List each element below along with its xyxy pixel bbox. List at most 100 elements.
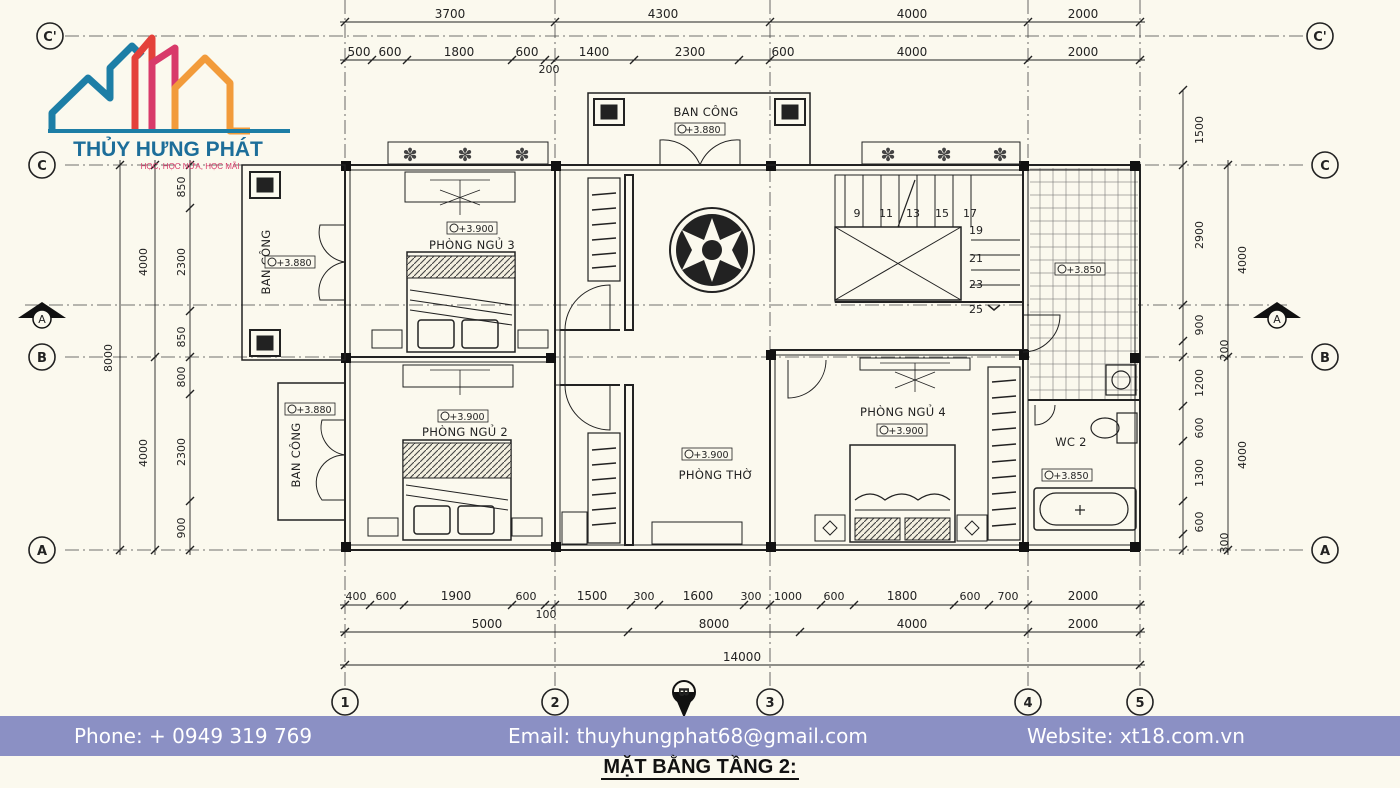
axis-label: 1 — [340, 696, 349, 711]
svg-text:✽: ✽ — [402, 145, 417, 166]
room-label-worship: PHÒNG THỜ — [679, 467, 754, 482]
dimension-ticks — [115, 17, 1233, 670]
dim-left-inner: 850 — [175, 327, 188, 348]
dim-bottom-inner: 1600 — [683, 589, 714, 603]
dim-bottom-mid: 2000 — [1068, 617, 1099, 631]
level-tag-wc-top: +3.850 — [1054, 262, 1106, 276]
room-label-balcony-top: BAN CÔNG — [673, 104, 738, 119]
axis-label: 4 — [1023, 696, 1032, 711]
footer-website[interactable]: Website: xt18.com.vn — [1027, 724, 1245, 748]
level-tag-balcony-left-top: +3.880 — [264, 255, 316, 269]
svg-text:17: 17 — [963, 207, 977, 220]
svg-text:21: 21 — [969, 252, 983, 265]
dim-top-outer: 4300 — [648, 7, 679, 21]
dim-bottom-inner: 600 — [824, 590, 845, 603]
dim-bottom-extra: 100 — [536, 608, 557, 621]
axis-label: B — [37, 351, 47, 366]
axis-bubble-3 — [756, 688, 784, 716]
svg-text:+3.850: +3.850 — [1053, 471, 1088, 482]
dim-top-inner: 600 — [379, 45, 402, 59]
dim-left-mid: 4000 — [137, 248, 150, 276]
dim-top-inner: 2300 — [675, 45, 706, 59]
altar-table — [561, 511, 743, 545]
dim-right-inner: 1300 — [1193, 459, 1206, 487]
axis-bubble-a-left — [28, 536, 56, 564]
floor-rosette — [669, 207, 755, 293]
balcony-top — [587, 92, 811, 166]
dim-bottom-inner: 700 — [998, 590, 1019, 603]
axis-bubble-labels: C' C B A C' C B A 1 2 3 4 5 — [37, 30, 1330, 711]
dim-bottom-inner: 1000 — [774, 590, 802, 603]
footer-email[interactable]: Email: thuyhungphat68@gmail.com — [508, 724, 868, 748]
axis-label: 2 — [550, 696, 559, 711]
svg-text:25: 25 — [969, 303, 983, 316]
dim-top-inner: 2000 — [1068, 45, 1099, 59]
axis-bubble-cprime-right — [1306, 22, 1334, 50]
dim-left-inner: 800 — [175, 367, 188, 388]
dim-right-inner: 1200 — [1193, 369, 1206, 397]
svg-text:11: 11 — [879, 207, 893, 220]
svg-text:19: 19 — [969, 224, 983, 237]
axis-bubble-a-right — [1311, 536, 1339, 564]
svg-text:+3.880: +3.880 — [685, 125, 720, 136]
svg-text:A: A — [38, 313, 46, 326]
axis-bubbles — [28, 22, 1339, 716]
dim-right-inner: 900 — [1193, 315, 1206, 336]
axis-bubble-b-left — [28, 343, 56, 371]
level-tag-bedroom4: +3.900 — [876, 423, 928, 437]
svg-text:B: B — [675, 687, 690, 697]
svg-text:+3.880: +3.880 — [296, 405, 331, 416]
dim-left-mid: 4000 — [137, 439, 150, 467]
level-tag-bedroom2: +3.900 — [437, 409, 489, 423]
svg-text:23: 23 — [969, 278, 983, 291]
dim-right-inner: 300 — [1218, 533, 1231, 554]
dim-bottom-inner: 600 — [516, 590, 537, 603]
room-label-bedroom2: PHÒNG NGỦ 2 — [422, 423, 508, 439]
level-tag-balcony-left-bottom: +3.880 — [284, 402, 336, 416]
dim-right-inner: 200 — [1218, 340, 1231, 361]
room-label-bedroom4: PHÒNG NGỦ 4 — [860, 403, 946, 419]
dim-bottom-inner: 600 — [960, 590, 981, 603]
dim-top-extra: 200 — [539, 63, 560, 76]
svg-text:✽: ✽ — [880, 145, 895, 166]
svg-text:+3.900: +3.900 — [693, 450, 728, 461]
svg-text:15: 15 — [935, 207, 949, 220]
dim-right-inner: 1500 — [1193, 116, 1206, 144]
balcony-left-top — [241, 164, 346, 361]
svg-text:13: 13 — [906, 207, 920, 220]
dim-top-inner: 4000 — [897, 45, 928, 59]
dim-bottom-inner: 1900 — [441, 589, 472, 603]
drawing-title: MẶT BẰNG TẦNG 2: — [0, 756, 1400, 780]
svg-text:THỦY HƯNG PHÁT: THỦY HƯNG PHÁT — [73, 137, 263, 161]
dim-right-inner: 600 — [1193, 512, 1206, 533]
bed-bedroom3 — [371, 171, 549, 353]
drawing-title-text: MẶT BẰNG TẦNG 2: — [601, 756, 799, 780]
axis-label: 3 — [765, 696, 774, 711]
axis-bubble-cprime-left — [36, 22, 64, 50]
svg-text:HỌC, HỌC NỮA, HỌC MÃI: HỌC, HỌC NỮA, HỌC MÃI — [141, 162, 240, 171]
dim-top-inner: 600 — [772, 45, 795, 59]
dim-bottom-inner: 300 — [634, 590, 655, 603]
dim-bottom-mid: 4000 — [897, 617, 928, 631]
axis-label: C' — [1313, 30, 1327, 45]
dim-top-inner: 1400 — [579, 45, 610, 59]
dimension-texts: 3700 4300 4000 2000 500 600 1800 600 140… — [102, 7, 1249, 664]
svg-text:+3.880: +3.880 — [276, 258, 311, 269]
axis-label: B — [1320, 351, 1330, 366]
dim-top-inner: 500 — [348, 45, 371, 59]
dim-right-inner: 600 — [1193, 418, 1206, 439]
dimension-lines — [119, 21, 1229, 666]
wc2-fixtures — [1033, 364, 1138, 531]
axis-bubble-5 — [1126, 688, 1154, 716]
staircase — [834, 174, 1024, 311]
axis-label: A — [1320, 544, 1330, 559]
dim-bottom-inner: 2000 — [1068, 589, 1099, 603]
section-marker-left: A — [18, 302, 66, 329]
bed-bedroom4 — [787, 357, 1021, 543]
footer-phone[interactable]: Phone: + 0949 319 769 — [74, 724, 313, 748]
columns — [341, 161, 1140, 552]
dim-top-outer: 3700 — [435, 7, 466, 21]
svg-text:✽: ✽ — [514, 145, 529, 166]
dim-top-outer: 2000 — [1068, 7, 1099, 21]
dim-left-inner: 2300 — [175, 248, 188, 276]
